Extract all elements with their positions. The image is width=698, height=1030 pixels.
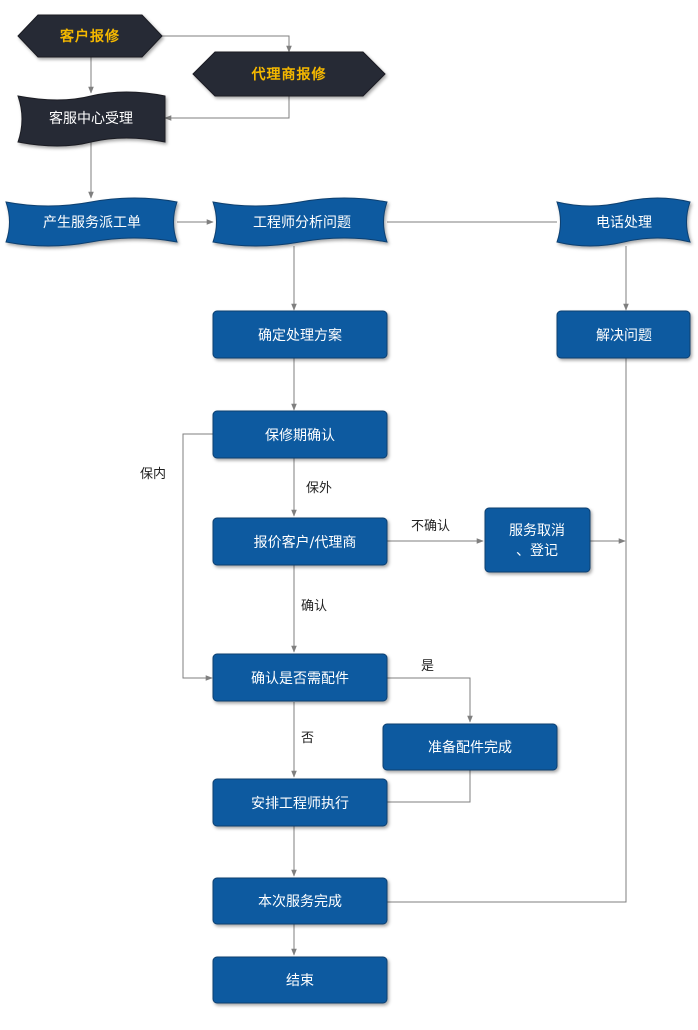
node-service-cancel-label-2: 、登记 bbox=[516, 543, 558, 559]
node-resolve-issue[interactable]: 解决问题 bbox=[556, 310, 691, 359]
node-end-label: 结束 bbox=[286, 973, 314, 989]
node-agent-report-label: 代理商报修 bbox=[251, 66, 327, 83]
node-determine-plan-label: 确定处理方案 bbox=[258, 327, 342, 344]
edge-customer-to-agent bbox=[162, 35, 292, 53]
node-create-ticket[interactable]: 产生服务派工单 bbox=[5, 197, 178, 247]
node-arrange-engineer[interactable]: 安排工程师执行 bbox=[212, 778, 388, 827]
label-out-warranty: 保外 bbox=[306, 481, 332, 496]
node-engineer-analysis[interactable]: 工程师分析问题 bbox=[212, 197, 388, 247]
edge-resolve-to-done bbox=[387, 358, 627, 903]
edges bbox=[88, 35, 629, 956]
node-service-cancel[interactable]: 服务取消 、登记 bbox=[484, 507, 591, 573]
node-quote-customer-label: 报价客户/代理商 bbox=[254, 534, 357, 551]
node-prepare-parts[interactable]: 准备配件完成 bbox=[382, 723, 558, 771]
node-service-cancel-label-1: 服务取消 bbox=[509, 523, 565, 539]
node-create-ticket-label: 产生服务派工单 bbox=[43, 215, 141, 231]
node-determine-plan[interactable]: 确定处理方案 bbox=[212, 310, 388, 359]
edge-warranty-in-to-parts bbox=[182, 433, 213, 681]
node-engineer-analysis-label: 工程师分析问题 bbox=[253, 215, 351, 231]
node-warranty-check[interactable]: 保修期确认 bbox=[212, 410, 388, 459]
edge-prepare-to-arrange bbox=[387, 770, 471, 803]
node-phone-handling[interactable]: 电话处理 bbox=[556, 197, 691, 247]
node-confirm-parts-label: 确认是否需配件 bbox=[251, 671, 349, 687]
edge-labels: 保内 保外 不确认 确认 是 否 bbox=[140, 466, 450, 746]
label-in-warranty: 保内 bbox=[140, 466, 166, 482]
node-quote-customer[interactable]: 报价客户/代理商 bbox=[212, 517, 388, 566]
node-phone-handling-label: 电话处理 bbox=[596, 215, 652, 231]
label-yes: 是 bbox=[421, 659, 434, 674]
node-prepare-parts-label: 准备配件完成 bbox=[428, 739, 512, 756]
node-service-center-label: 客服中心受理 bbox=[49, 110, 133, 127]
label-no: 否 bbox=[301, 731, 314, 746]
node-customer-report[interactable]: 客户报修 bbox=[17, 14, 163, 58]
node-end[interactable]: 结束 bbox=[212, 956, 388, 1004]
edge-agent-to-center bbox=[164, 96, 290, 121]
node-confirm-parts[interactable]: 确认是否需配件 bbox=[212, 653, 388, 702]
node-agent-report[interactable]: 代理商报修 bbox=[192, 51, 386, 97]
node-service-done[interactable]: 本次服务完成 bbox=[212, 877, 388, 925]
node-service-center[interactable]: 客服中心受理 bbox=[17, 91, 166, 147]
label-confirmed: 确认 bbox=[301, 599, 327, 614]
node-resolve-issue-label: 解决问题 bbox=[596, 328, 652, 344]
edge-parts-to-prepare bbox=[387, 677, 473, 723]
node-arrange-engineer-label: 安排工程师执行 bbox=[251, 796, 349, 812]
node-service-done-label: 本次服务完成 bbox=[258, 894, 342, 910]
node-warranty-check-label: 保修期确认 bbox=[265, 428, 335, 444]
node-customer-report-label: 客户报修 bbox=[59, 28, 120, 45]
label-not-confirmed: 不确认 bbox=[411, 519, 450, 534]
